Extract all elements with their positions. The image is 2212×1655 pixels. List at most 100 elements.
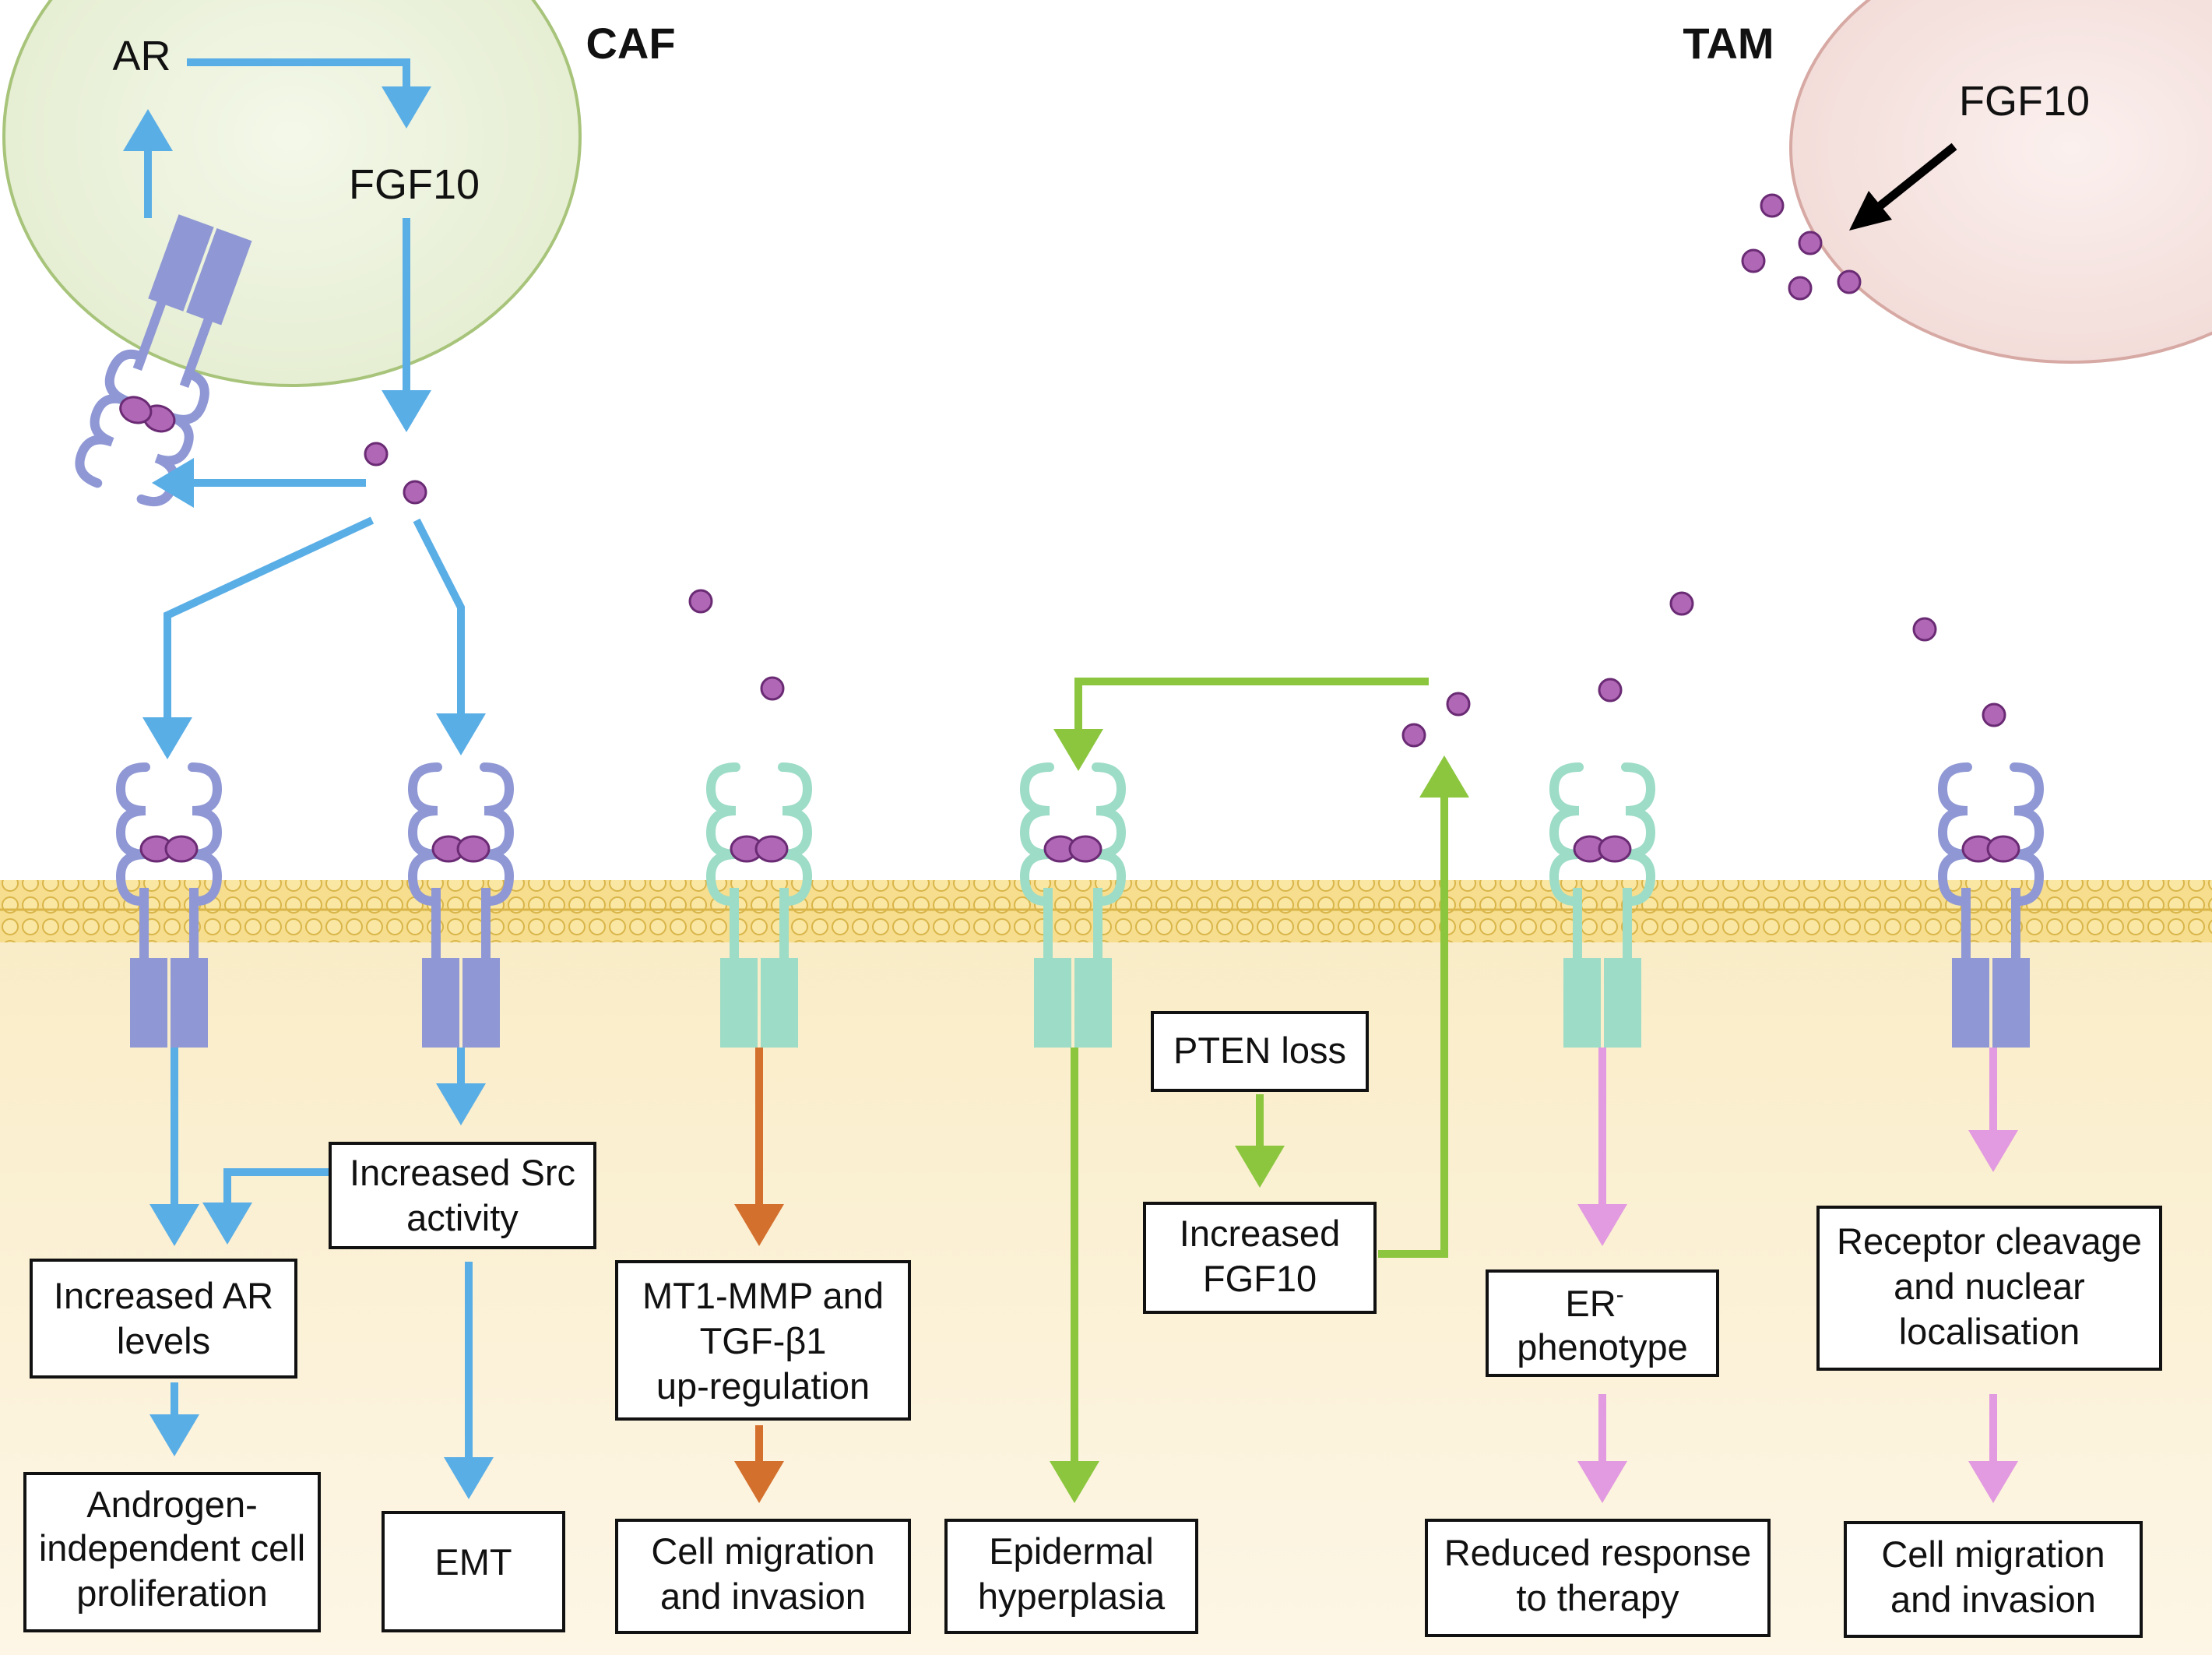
receptor-caf-loop-right bbox=[75, 349, 142, 488]
box-androgen-independent bbox=[23, 1472, 321, 1632]
box-increased-src bbox=[329, 1142, 596, 1249]
ar-label: AR bbox=[112, 33, 171, 79]
fgf10-ligand-13 bbox=[1741, 248, 1766, 273]
box-cell-migration-1 bbox=[615, 1519, 911, 1634]
arrow-to-receptor-2-head bbox=[436, 713, 486, 755]
arrow-fgf10-to-receptor-4-shaft bbox=[1074, 678, 1429, 729]
androgen-line-1: Androgen- bbox=[86, 1484, 258, 1525]
receptor-4-kinase-left bbox=[1034, 958, 1071, 1048]
receptor-2-kinase-right bbox=[462, 958, 500, 1048]
arrow-src-to-emt bbox=[444, 1262, 494, 1499]
receptor-3-loop-left bbox=[705, 762, 740, 906]
arrow-receptor-5-to-er-head bbox=[1577, 1204, 1627, 1246]
emt-label: EMT bbox=[434, 1541, 512, 1583]
box-epidermal-hyperplasia bbox=[944, 1519, 1198, 1634]
arrow-to-receptor-2-shaft bbox=[413, 518, 465, 713]
receptor-4-loop-left bbox=[1019, 762, 1054, 906]
receptor-5-kinase-right bbox=[1604, 958, 1641, 1048]
reduced-response-line-1: Reduced response bbox=[1444, 1532, 1752, 1573]
arrow-receptor-to-ar bbox=[123, 109, 173, 218]
tam-secretion-arrow bbox=[1873, 143, 1957, 213]
receptor-2-kinase-left bbox=[422, 958, 459, 1048]
arrows bbox=[123, 58, 2018, 1503]
arrow-src-to-ar-levels-head bbox=[202, 1203, 252, 1245]
receptor-1 bbox=[115, 762, 223, 1048]
arrow-fgf10-to-receptor-4-head bbox=[1053, 729, 1103, 771]
box-cell-migration-2 bbox=[1844, 1521, 2143, 1638]
fgf10-ligands bbox=[364, 193, 2006, 748]
fgf10-ligand-2 bbox=[403, 480, 427, 505]
arrow-pten-to-fgf10-head bbox=[1235, 1146, 1285, 1188]
fgf10-caf-label: FGF10 bbox=[349, 161, 480, 208]
increased-ar-line-2: levels bbox=[117, 1320, 210, 1361]
arrow-to-caf-receptor bbox=[152, 458, 366, 508]
fgf10-ligand-9 bbox=[1912, 617, 1937, 642]
receptor-1-loop-right bbox=[188, 762, 223, 906]
arrow-src-to-ar-levels-shaft bbox=[223, 1168, 330, 1203]
receptor-3-bound-ligand-right bbox=[754, 835, 789, 863]
receptor-5-loop-right bbox=[1621, 762, 1656, 906]
box-mt1-mmp bbox=[615, 1260, 911, 1421]
arrow-receptor-4-to-hyperplasia-head bbox=[1050, 1461, 1099, 1503]
tam-cell bbox=[1789, 0, 2212, 364]
arrow-ar-to-fgf10-shaft bbox=[187, 58, 410, 86]
arrow-mt1-mmp-to-migration-head bbox=[734, 1461, 784, 1503]
arrow-ar-levels-to-proliferation-head bbox=[149, 1414, 199, 1456]
fgf10-ligand-8 bbox=[1598, 678, 1623, 702]
increased-ar-line-1: Increased AR bbox=[54, 1275, 273, 1316]
receptor-cleavage-line-2: and nuclear bbox=[1894, 1266, 2085, 1307]
arrow-fgf10-secretion-head bbox=[382, 390, 431, 432]
arrow-receptor-3-to-mt1-mmp-head bbox=[734, 1204, 784, 1246]
arrow-src-to-emt-head bbox=[444, 1457, 494, 1499]
receptor-1-kinase-left bbox=[130, 958, 167, 1048]
arrow-ar-levels-to-proliferation bbox=[149, 1382, 199, 1456]
cell-migration-1-line-1: Cell migration bbox=[651, 1530, 874, 1572]
fgf10-ligand-5 bbox=[1401, 723, 1426, 748]
arrow-to-receptor-1-head bbox=[142, 717, 192, 759]
boxes: Increased Src activity Increased AR leve… bbox=[23, 1011, 2162, 1638]
receptor-6-loop-left bbox=[1937, 762, 1972, 906]
increased-fgf10-line-2: FGF10 bbox=[1203, 1258, 1317, 1299]
arrow-to-receptor-1 bbox=[142, 516, 375, 759]
box-reduced-response bbox=[1425, 1519, 1771, 1637]
fgf10-ligand-4 bbox=[760, 676, 785, 701]
receptor-6-kinase-left bbox=[1952, 958, 1989, 1048]
caf-label: CAF bbox=[586, 19, 675, 68]
receptor-5-bound-ligand-right bbox=[1598, 835, 1632, 863]
arrow-receptor-to-ar-head bbox=[123, 109, 173, 151]
cell-migration-2-line-1: Cell migration bbox=[1881, 1534, 2105, 1575]
receptor-2 bbox=[407, 762, 515, 1048]
arrow-receptor-3-to-mt1-mmp bbox=[734, 1048, 784, 1246]
receptor-3-loop-right bbox=[778, 762, 813, 906]
arrow-fgf10-secretion bbox=[382, 218, 431, 432]
receptor-caf-bound-ligand-right bbox=[119, 396, 153, 424]
fgf10-ligand-6 bbox=[1446, 692, 1471, 717]
receptor-1-bound-ligand-right bbox=[164, 835, 199, 863]
arrow-fgf10-secretion-loop bbox=[1378, 755, 1469, 1258]
receptor-5-loop-left bbox=[1549, 762, 1584, 906]
er-text: ER bbox=[1565, 1283, 1616, 1324]
receptor-2-bound-ligand-right bbox=[456, 835, 491, 863]
box-er-phenotype bbox=[1486, 1269, 1719, 1377]
box-emt bbox=[382, 1511, 565, 1632]
arrow-fgf10-to-receptor-4 bbox=[1053, 678, 1429, 771]
arrow-receptor-4-to-hyperplasia bbox=[1050, 1048, 1099, 1503]
arrow-src-to-ar-levels bbox=[202, 1168, 330, 1245]
androgen-line-3: proliferation bbox=[76, 1572, 268, 1614]
er-phenotype-line-2: phenotype bbox=[1517, 1326, 1688, 1368]
fgf10-ligand-14 bbox=[1788, 276, 1813, 301]
receptor-6-bound-ligand-right bbox=[1986, 835, 2020, 863]
arrow-receptor-1-to-ar-levels bbox=[149, 1048, 199, 1246]
mt1-mmp-line-1: MT1-MMP and bbox=[642, 1275, 884, 1316]
arrow-receptor-2-to-src bbox=[436, 1048, 486, 1125]
arrow-ar-to-fgf10-head bbox=[382, 86, 431, 129]
arrow-to-receptor-1-shaft bbox=[164, 516, 375, 717]
fgf10-ligand-1 bbox=[364, 442, 389, 467]
receptor-6 bbox=[1937, 762, 2045, 1048]
receptor-2-loop-left bbox=[407, 762, 442, 906]
increased-fgf10-line-1: Increased bbox=[1180, 1213, 1340, 1254]
receptor-caf-kinase-left bbox=[186, 227, 252, 326]
receptor-4-loop-right bbox=[1092, 762, 1127, 906]
